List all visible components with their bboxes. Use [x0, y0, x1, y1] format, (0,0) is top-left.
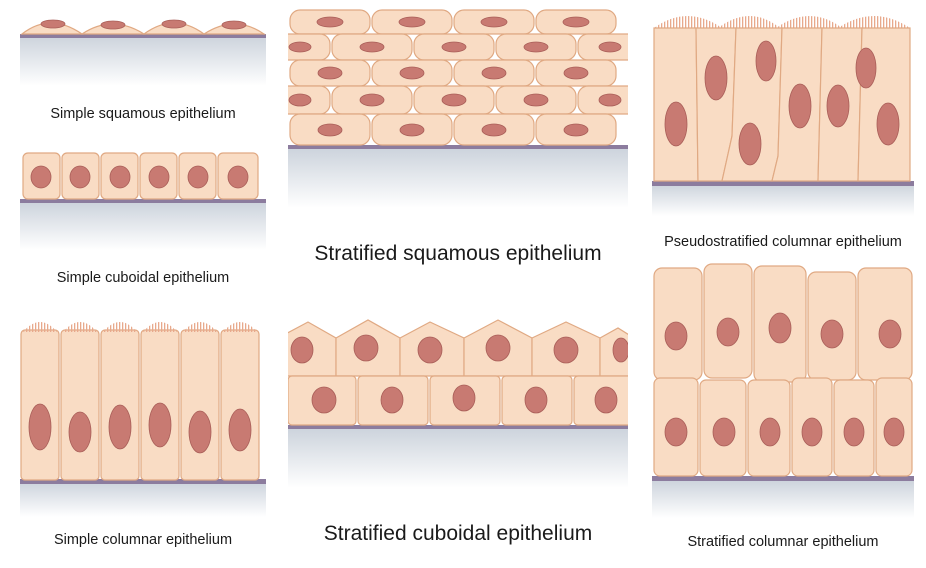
- stratified-squamous-illustration: [288, 8, 628, 208]
- panel-simple-columnar: [20, 312, 266, 517]
- simple-cuboidal-illustration: [20, 150, 266, 250]
- nucleus: [101, 21, 125, 29]
- label-stratified-columnar: Stratified columnar epithelium: [652, 534, 914, 550]
- label-simple-squamous: Simple squamous epithelium: [20, 106, 266, 122]
- panel-stratified-columnar: [652, 262, 914, 518]
- nucleus: [162, 20, 186, 28]
- label-stratified-cuboidal: Stratified cuboidal epithelium: [288, 522, 628, 546]
- panel-simple-squamous: [20, 6, 266, 86]
- panel-pseudostratified-columnar: [652, 6, 914, 216]
- simple-columnar-illustration: [20, 312, 266, 517]
- nucleus: [41, 20, 65, 28]
- panel-simple-cuboidal: [20, 150, 266, 250]
- nucleus: [222, 21, 246, 29]
- label-simple-columnar: Simple columnar epithelium: [20, 532, 266, 548]
- label-stratified-squamous: Stratified squamous epithelium: [288, 242, 628, 266]
- label-simple-cuboidal: Simple cuboidal epithelium: [20, 270, 266, 286]
- pseudostratified-columnar-illustration: [652, 6, 914, 216]
- simple-squamous-illustration: [20, 6, 266, 86]
- label-pseudostratified-columnar: Pseudostratified columnar epithelium: [640, 234, 926, 250]
- stratified-columnar-illustration: [652, 262, 914, 518]
- panel-stratified-cuboidal: [288, 318, 628, 488]
- panel-stratified-squamous: [288, 8, 628, 208]
- stratified-cuboidal-illustration: [288, 318, 628, 488]
